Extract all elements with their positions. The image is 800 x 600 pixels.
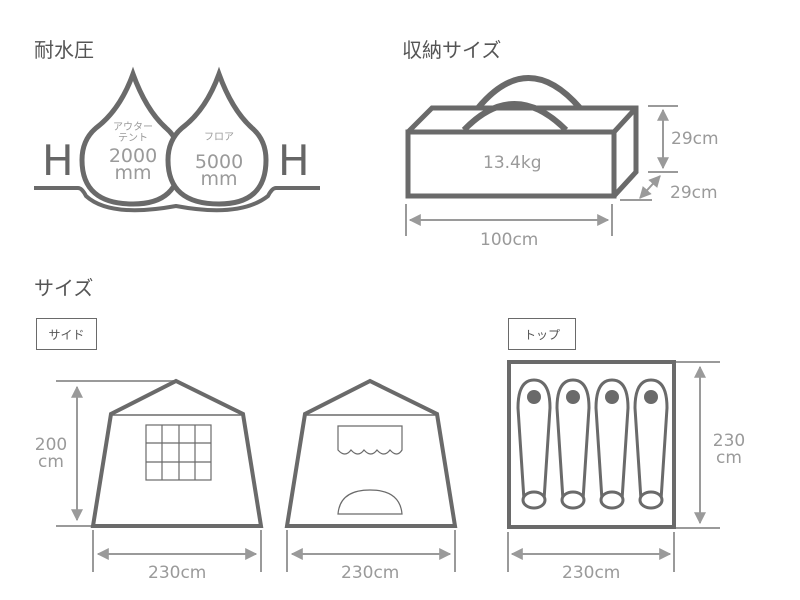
floor-value: 5000 (194, 151, 244, 173)
tent-side-view-door (284, 378, 458, 572)
side-height-unit: cm (38, 452, 64, 472)
tent-top-view (507, 360, 720, 572)
floor-drop-icon (165, 66, 269, 207)
outer-tent-drop-icon (79, 66, 183, 207)
storage-size-title: 収納サイズ (402, 38, 502, 62)
side-width-1: 230cm (148, 563, 207, 583)
awning-window-icon (337, 425, 403, 455)
water-pressure-title: 耐水圧 (34, 38, 94, 62)
water-drops-illustration (34, 66, 320, 213)
bag-height: 29cm (671, 129, 719, 149)
door-icon (337, 489, 403, 515)
outer-tent-value: 2000 (108, 145, 158, 167)
top-view-label: トップ (508, 318, 576, 350)
h-right-letter: H (278, 136, 310, 185)
side-width-2: 230cm (341, 563, 400, 583)
side-view-label: サイド (36, 318, 97, 350)
sleeping-bags-icon (516, 378, 669, 510)
floor-unit: mm (200, 168, 238, 190)
bag-width: 100cm (480, 230, 539, 250)
side-height-value: 200 (34, 435, 68, 455)
top-depth-unit: cm (716, 448, 742, 468)
top-width: 230cm (562, 563, 621, 583)
size-title: サイズ (34, 276, 94, 300)
side-height-dimension: 200 cm (34, 437, 68, 471)
top-depth-value: 230 (712, 431, 746, 451)
mesh-window-icon (145, 424, 212, 481)
outer-tent-label-1: アウター (113, 122, 153, 133)
outer-tent-label-2: テント (118, 133, 148, 144)
bag-weight: 13.4kg (483, 153, 542, 173)
storage-bag-illustration (405, 75, 639, 199)
top-depth-dimension: 230 cm (712, 433, 746, 467)
bag-depth: 29cm (670, 183, 718, 203)
floor-label: フロア (204, 132, 234, 143)
outer-tent-unit: mm (114, 162, 152, 184)
floor-block: フロア 5000 mm (189, 132, 249, 190)
storage-dimension-lines (405, 105, 678, 236)
h-left-letter: H (42, 136, 74, 185)
tent-side-view-window (56, 378, 264, 572)
outer-tent-block: アウター テント 2000 mm (103, 122, 163, 184)
